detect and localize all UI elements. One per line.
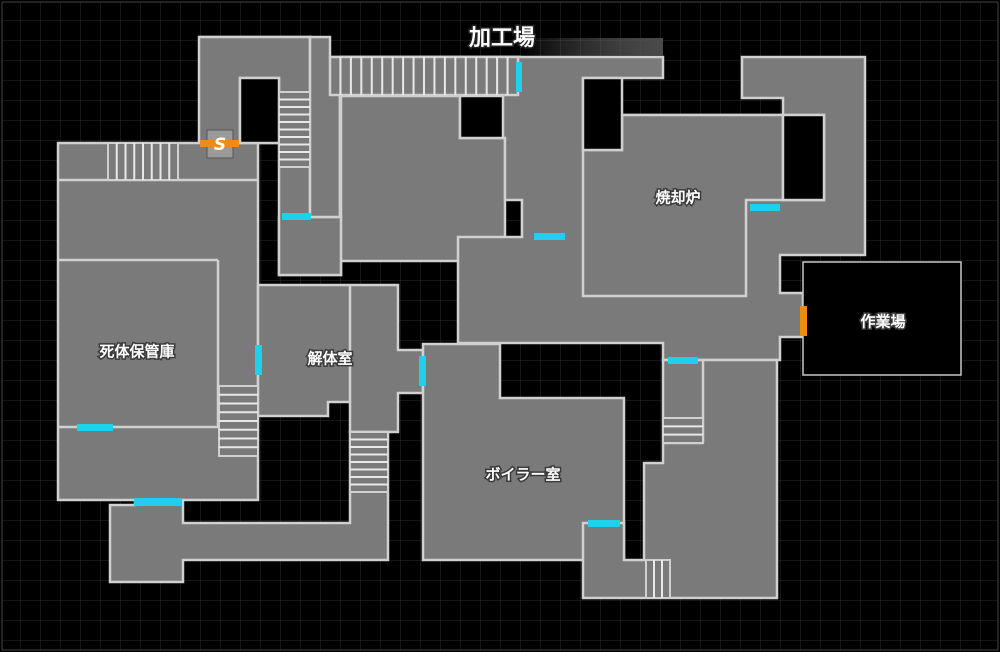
dissection-label: 解体室 [307,350,352,368]
dissection-room [256,283,425,434]
door-workshop-locked[interactable] [800,306,807,336]
boiler-label: ボイラー室 [485,466,560,484]
pillar-4 [238,76,281,145]
stairs-east [662,417,704,444]
door-south-corridor[interactable] [134,498,182,506]
door-save-corridor[interactable] [282,213,311,220]
stairs-south [645,559,671,599]
map-title: 加工場 [468,26,535,51]
door-east-corridor[interactable] [668,357,698,364]
door-morgue-east[interactable] [255,345,262,375]
save-point-icon[interactable]: S [200,129,239,159]
door-morgue-south[interactable] [77,424,113,431]
door-dissection-east[interactable] [419,356,426,386]
title-bar [520,38,663,56]
door-upper[interactable] [516,62,522,92]
morgue-room [56,141,260,502]
pillar-2 [581,76,624,152]
boiler-annex [581,358,779,600]
workshop-label: 作業場 [860,313,905,331]
door-north-hall[interactable] [534,233,565,240]
svg-text:S: S [214,135,226,155]
pillar-1 [458,94,505,140]
door-boiler[interactable] [588,520,620,527]
boiler-room [421,342,626,562]
pillar-3 [781,113,826,202]
incinerator-label: 焼却炉 [655,189,700,207]
morgue-label: 死体保管庫 [99,343,174,361]
door-incinerator[interactable] [750,204,780,211]
workshop-room [802,261,962,376]
